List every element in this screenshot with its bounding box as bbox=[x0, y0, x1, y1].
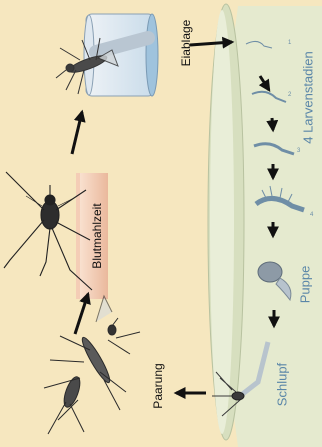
mating-mosquitoes bbox=[44, 296, 140, 434]
label-puppe: Puppe bbox=[298, 260, 313, 310]
stage-number-4: 4 bbox=[310, 212, 313, 218]
stage-number-2: 2 bbox=[288, 92, 291, 98]
arrow-mating-to-blood bbox=[75, 294, 88, 334]
arrow-blood-to-eggs bbox=[72, 112, 82, 154]
label-larvenstadien: 4 Larvenstadien bbox=[301, 43, 316, 153]
label-schlupf: Schlupf bbox=[275, 353, 290, 417]
label-paarung: Paarung bbox=[151, 354, 165, 418]
label-blutmahlzeit: Blutmahlzeit bbox=[90, 198, 104, 274]
stage-number-1: 1 bbox=[288, 40, 291, 46]
stage-number-3: 3 bbox=[297, 148, 300, 154]
arrow-stage-2-3 bbox=[272, 118, 273, 130]
egg-laying-petri-dish bbox=[84, 14, 158, 96]
label-eiablage: Eiablage bbox=[179, 13, 193, 73]
